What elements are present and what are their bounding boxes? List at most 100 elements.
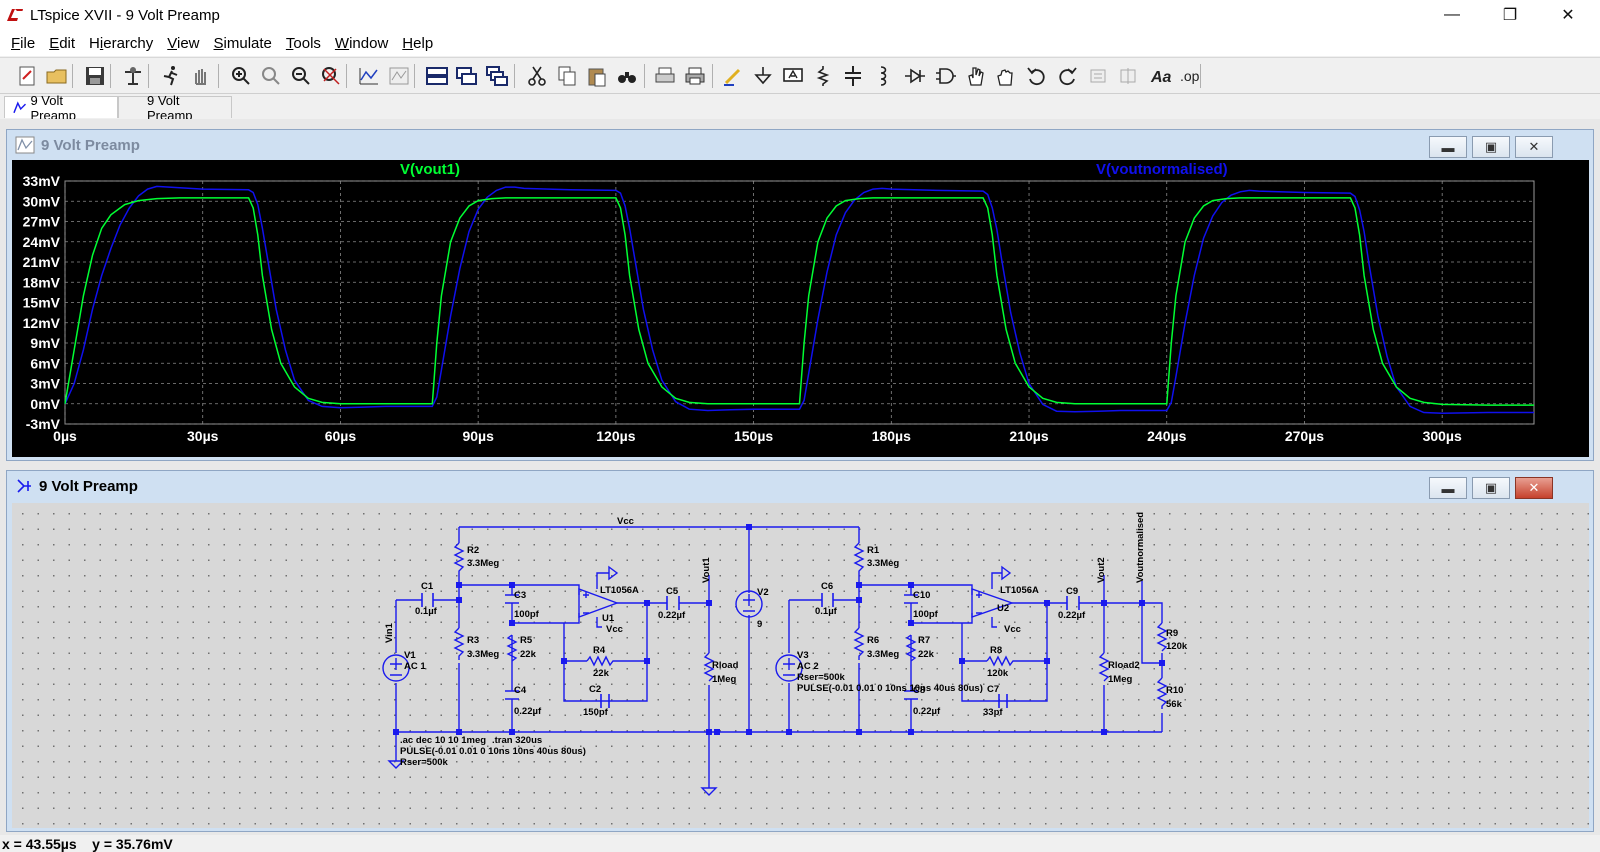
schematic-canvas[interactable]: Vcc R2 3.3Meg C1 0.1µf C3 100pf LT1056A … bbox=[12, 503, 1589, 828]
drag-icon bbox=[997, 69, 1013, 86]
menu-file[interactable]: File bbox=[11, 34, 36, 52]
plot-window-titlebar[interactable]: 9 Volt Preamp bbox=[7, 130, 1593, 160]
schematic-maximize-button[interactable]: ▣ bbox=[1472, 477, 1510, 499]
run-icon bbox=[163, 66, 178, 86]
zoom-pan-button[interactable] bbox=[258, 63, 284, 89]
plot-maximize-button[interactable]: ▣ bbox=[1472, 136, 1510, 158]
directive-ac[interactable]: .ac dec 10 10 1meg bbox=[400, 735, 486, 746]
x-tick-label: 180µs bbox=[872, 428, 911, 444]
schematic-close-button[interactable]: ✕ bbox=[1515, 477, 1553, 499]
inductor-icon bbox=[880, 66, 887, 86]
halt-button[interactable] bbox=[188, 63, 214, 89]
label-c8: C8 bbox=[913, 685, 925, 696]
directive-rser[interactable]: Rser=500k bbox=[400, 757, 449, 768]
drag-button[interactable] bbox=[992, 63, 1018, 89]
tab-schematic[interactable]: 9 Volt Preamp bbox=[118, 93, 232, 123]
ground-icon bbox=[754, 67, 772, 85]
spice-directive-button[interactable]: .op bbox=[1176, 63, 1202, 89]
component-button[interactable] bbox=[932, 63, 958, 89]
text-button[interactable]: Aa bbox=[1148, 63, 1174, 89]
ltspice-logo-icon bbox=[7, 9, 23, 21]
copy-icon bbox=[558, 66, 576, 86]
paste-icon bbox=[588, 68, 606, 87]
print-button[interactable] bbox=[682, 63, 708, 89]
move-button[interactable] bbox=[962, 63, 988, 89]
text-icon: Aa bbox=[1150, 69, 1172, 86]
zoom-fit-button[interactable] bbox=[318, 63, 344, 89]
tile-vertical-icon bbox=[456, 67, 477, 85]
y-tick-label: 0mV bbox=[30, 396, 60, 412]
autorange-button[interactable] bbox=[356, 63, 382, 89]
move-icon bbox=[968, 67, 984, 86]
tab-plot[interactable]: 9 Volt Preamp bbox=[4, 93, 118, 123]
close-button[interactable]: ✕ bbox=[1561, 7, 1575, 24]
capacitor-button[interactable] bbox=[840, 63, 866, 89]
mirror-button[interactable] bbox=[1116, 63, 1142, 89]
plot-minimize-button[interactable]: ▬ bbox=[1429, 136, 1467, 158]
schematic-minimize-button[interactable]: ▬ bbox=[1429, 477, 1467, 499]
resistor-button[interactable] bbox=[810, 63, 836, 89]
minimize-button[interactable]: — bbox=[1444, 6, 1460, 23]
copy-button[interactable] bbox=[554, 63, 580, 89]
menu-bar: File Edit Hierarchy View Simulate Tools Window… bbox=[0, 30, 1600, 56]
resistor-icon bbox=[816, 66, 830, 86]
cascade-button[interactable] bbox=[484, 63, 510, 89]
label-c2-value: 150pf bbox=[583, 707, 609, 718]
new-schematic-icon bbox=[19, 66, 35, 86]
directive-tran[interactable]: .tran 320us bbox=[492, 735, 542, 746]
draw-wire-button[interactable] bbox=[720, 63, 746, 89]
undo-button[interactable] bbox=[1024, 63, 1050, 89]
find-button[interactable] bbox=[614, 63, 640, 89]
label-vcc-u2: Vcc bbox=[1004, 624, 1021, 635]
waveform-button[interactable] bbox=[386, 63, 412, 89]
zoom-out-button[interactable] bbox=[288, 63, 314, 89]
rotate-icon bbox=[1090, 69, 1106, 83]
open-icon bbox=[46, 69, 67, 84]
redo-button[interactable] bbox=[1054, 63, 1080, 89]
label-c1: C1 bbox=[421, 581, 434, 592]
cut-button[interactable] bbox=[524, 63, 550, 89]
control-panel-button[interactable] bbox=[120, 63, 146, 89]
x-tick-label: 90µs bbox=[462, 428, 494, 444]
tile-horizontal-button[interactable] bbox=[424, 63, 450, 89]
plot-close-button[interactable]: ✕ bbox=[1515, 136, 1553, 158]
label-net-button[interactable] bbox=[780, 63, 806, 89]
label-r10: R10 bbox=[1166, 685, 1183, 696]
save-button[interactable] bbox=[82, 63, 108, 89]
label-r6-value: 3.3Meg bbox=[867, 649, 899, 660]
label-r8: R8 bbox=[990, 645, 1002, 656]
new-schematic-button[interactable] bbox=[14, 63, 40, 89]
menu-view[interactable]: View bbox=[167, 34, 200, 52]
print-setup-button[interactable] bbox=[652, 63, 678, 89]
y-tick-label: 27mV bbox=[23, 214, 61, 230]
inductor-button[interactable] bbox=[870, 63, 896, 89]
maximize-button[interactable]: ❐ bbox=[1502, 7, 1518, 24]
menu-help[interactable]: Help bbox=[402, 34, 434, 52]
menu-simulate[interactable]: Simulate bbox=[213, 34, 272, 52]
paste-button[interactable] bbox=[584, 63, 610, 89]
schematic-junctions bbox=[393, 524, 1165, 735]
label-c9-value: 0.22µf bbox=[1058, 610, 1086, 621]
diode-button[interactable] bbox=[902, 63, 928, 89]
label-r3-value: 3.3Meg bbox=[467, 649, 499, 660]
directive-pulse[interactable]: PULSE(-0.01 0.01 0 10ns 10ns 40us 80us) bbox=[400, 746, 586, 757]
label-lt1056a-2: LT1056A bbox=[1000, 585, 1039, 596]
menu-tools[interactable]: Tools bbox=[285, 34, 321, 52]
toolbar-separator bbox=[1200, 64, 1201, 88]
tile-vertical-button[interactable] bbox=[454, 63, 480, 89]
zoom-in-button[interactable] bbox=[228, 63, 254, 89]
open-button[interactable] bbox=[44, 63, 70, 89]
cursor-readout: x = 43.55µs y = 35.76mV bbox=[2, 835, 173, 852]
menu-edit[interactable]: Edit bbox=[49, 34, 76, 52]
plot-window-title: 9 Volt Preamp bbox=[41, 136, 140, 154]
schematic-window-titlebar[interactable]: 9 Volt Preamp bbox=[7, 471, 1593, 501]
menu-hierarchy[interactable]: Hierarchy bbox=[89, 34, 154, 52]
rotate-button[interactable] bbox=[1086, 63, 1112, 89]
menu-window[interactable]: Window bbox=[334, 34, 389, 52]
run-button[interactable] bbox=[158, 63, 184, 89]
ground-button[interactable] bbox=[750, 63, 776, 89]
label-vin1: Vin1 bbox=[384, 622, 395, 643]
y-tick-label: 30mV bbox=[23, 193, 61, 209]
